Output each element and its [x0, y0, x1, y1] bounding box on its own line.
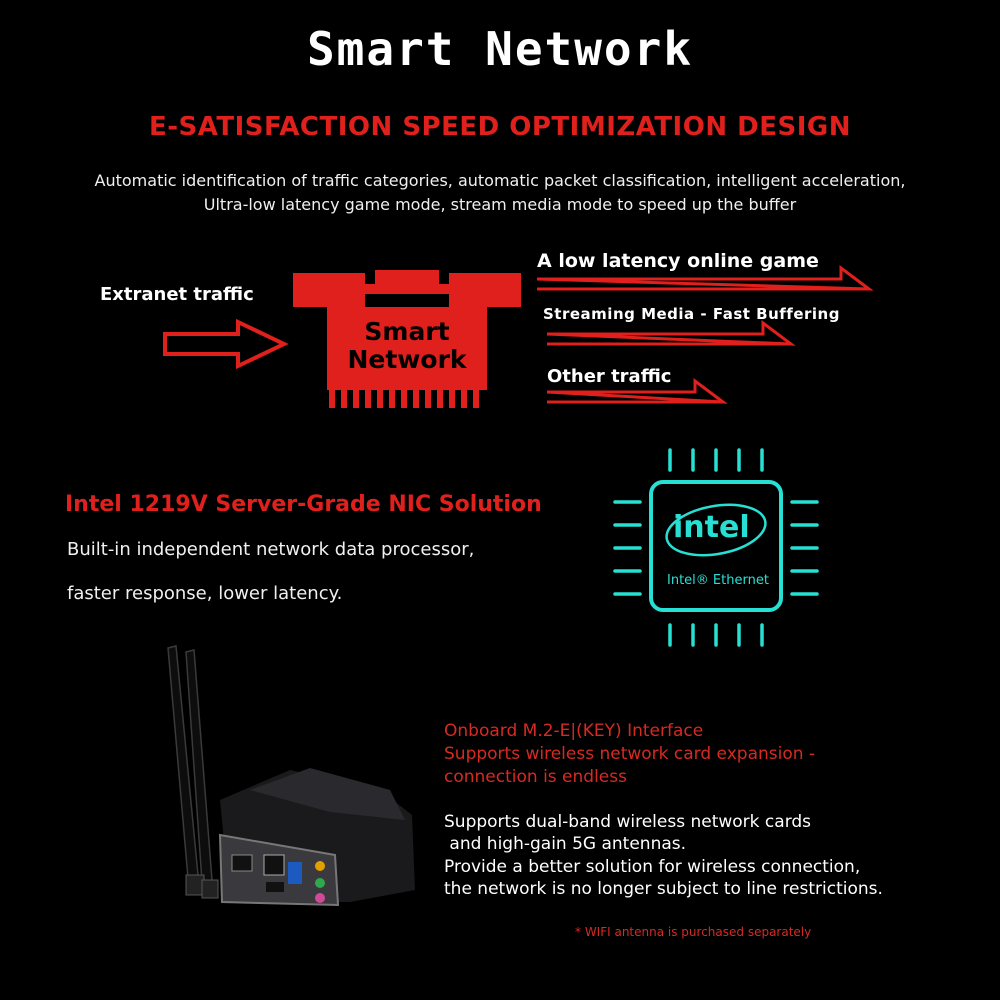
- input-arrow-icon: [163, 318, 289, 370]
- chip-label-line-1: Smart: [364, 317, 450, 346]
- wireless-red-line-2: Supports wireless network card expansion…: [444, 744, 816, 764]
- output-arrow-other-icon: [546, 378, 728, 404]
- output-label-other: Other traffic: [547, 366, 672, 387]
- output-arrow-game-icon: [536, 265, 874, 291]
- output-arrow-streaming-icon: [546, 320, 796, 346]
- wireless-white-line-1: Supports dual-band wireless network card…: [444, 812, 812, 832]
- description-line-1: Automatic identification of traffic cate…: [94, 171, 906, 190]
- antenna-footnote: * WIFI antenna is purchased separately: [575, 925, 812, 939]
- nic-title: Intel 1219V Server-Grade NIC Solution: [65, 492, 542, 517]
- output-label-game: A low latency online game: [537, 250, 819, 272]
- wireless-red-line-1: Onboard M.2-E|(KEY) Interface: [444, 721, 704, 741]
- wireless-red-line-3: connection is endless: [444, 767, 627, 787]
- intel-logo-text: intel: [673, 510, 750, 545]
- chip-label-line-2: Network: [347, 345, 467, 374]
- intel-ethernet-caption: Intel® Ethernet: [667, 573, 769, 588]
- input-traffic-label: Extranet traffic: [100, 284, 254, 305]
- wireless-white-line-3: Provide a better solution for wireless c…: [444, 857, 861, 877]
- intel-chip-icon: [613, 448, 819, 647]
- nic-line-1: Built-in independent network data proces…: [67, 539, 475, 560]
- wireless-white-line-4: the network is no longer subject to line…: [444, 879, 883, 899]
- page-subtitle: E-SATISFACTION SPEED OPTIMIZATION DESIGN: [149, 112, 851, 142]
- nic-line-2: faster response, lower latency.: [67, 583, 343, 604]
- motherboard-antenna-image: [167, 645, 415, 907]
- output-label-streaming: Streaming Media - Fast Buffering: [543, 305, 840, 323]
- page-title: Smart Network: [306, 22, 694, 76]
- wireless-white-line-2: and high-gain 5G antennas.: [444, 834, 687, 854]
- description-line-2: Ultra-low latency game mode, stream medi…: [203, 195, 797, 214]
- smart-network-chip-icon: [293, 270, 521, 408]
